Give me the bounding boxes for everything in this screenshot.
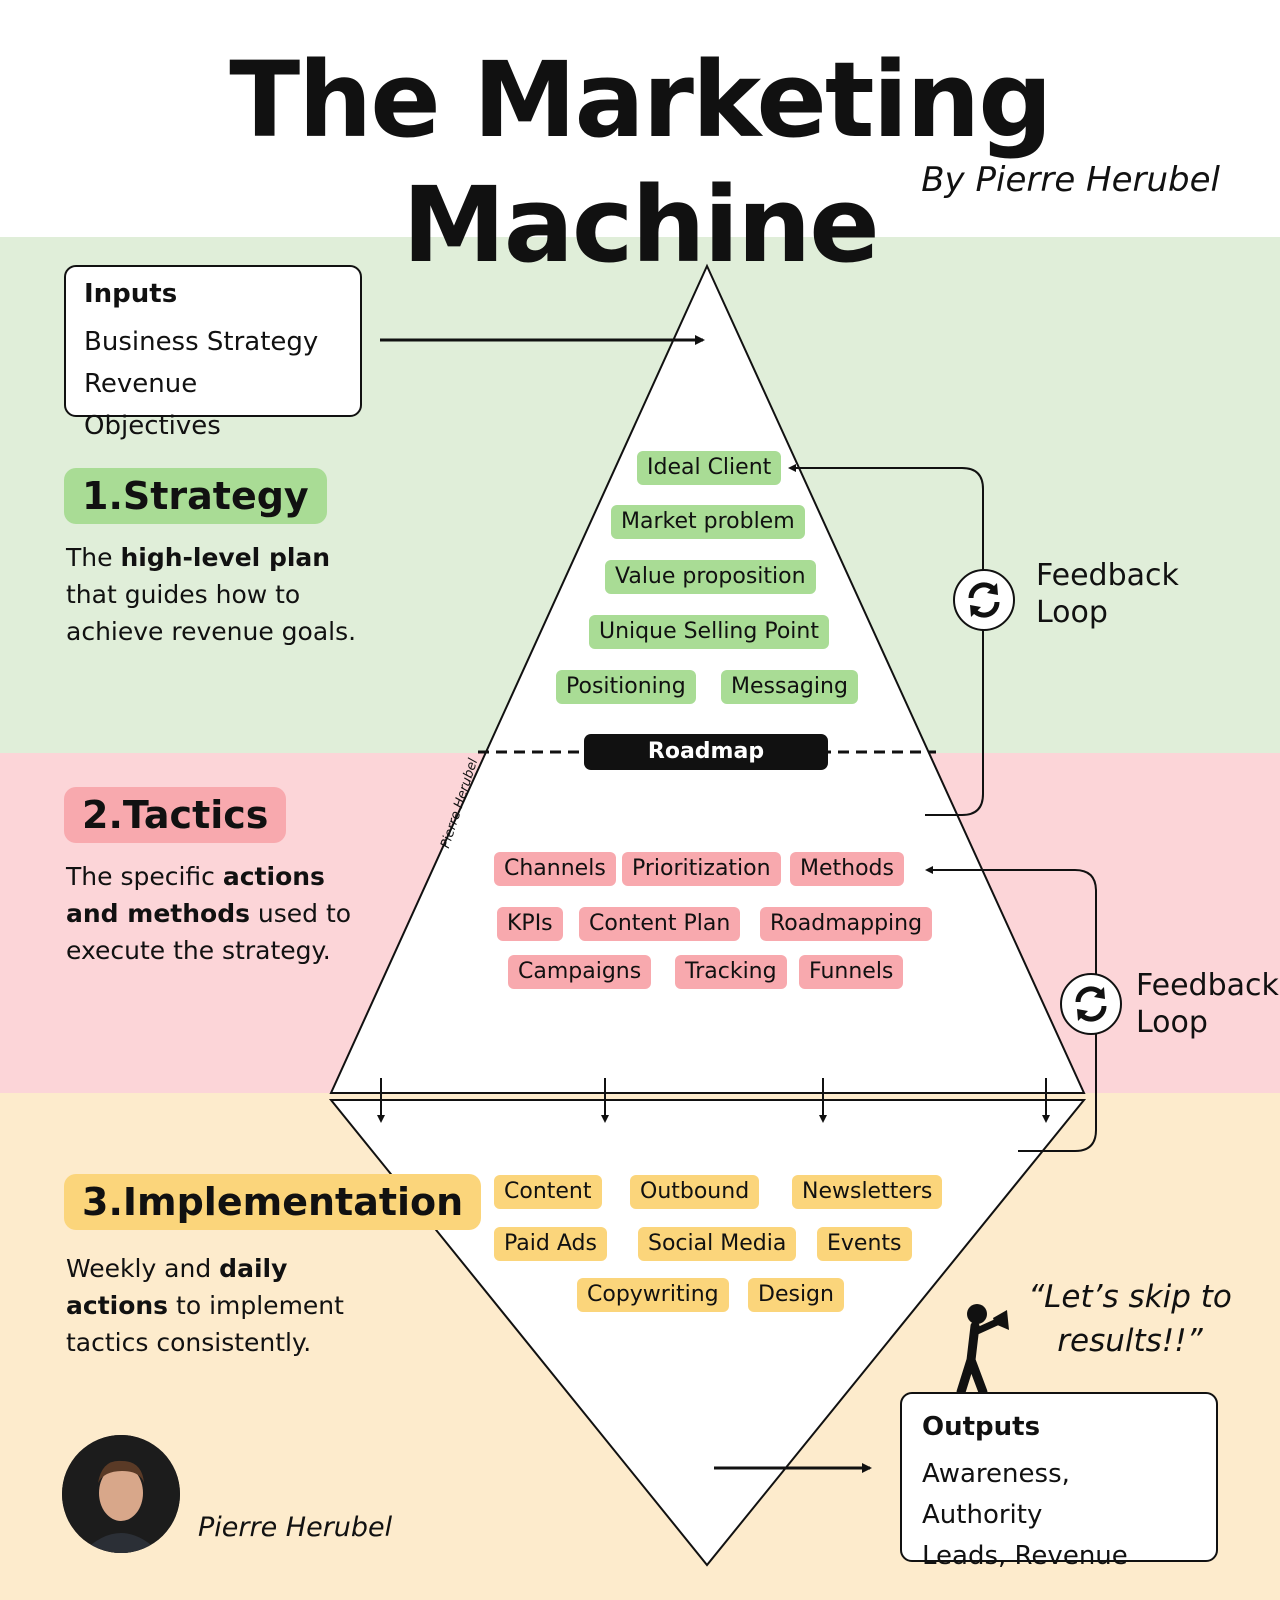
inputs-box: Inputs Business Strategy Revenue Objecti… — [64, 265, 362, 441]
feedback-loop-1-line — [788, 464, 984, 816]
tactics-tag-content-plan: Content Plan — [579, 907, 741, 941]
inputs-title: Inputs — [84, 279, 178, 309]
author-name: Pierre Herubel — [198, 1512, 393, 1543]
strategy-tag-value-proposition: Value proposition — [605, 560, 816, 594]
implementation-tag-design: Design — [748, 1278, 844, 1312]
input-revenue-objectives: Revenue Objectives — [84, 369, 221, 441]
avatar — [62, 1435, 180, 1553]
implementation-tag-social-media: Social Media — [638, 1227, 797, 1261]
feedback-loop-label-2: Feedback Loop — [1136, 968, 1279, 1040]
tactics-tag-funnels: Funnels — [799, 955, 904, 989]
strategy-label: 1.Strategy — [64, 468, 327, 524]
tactics-tag-prioritization: Prioritization — [622, 852, 781, 886]
feedback-loop-label-1: Feedback Loop — [1036, 558, 1179, 630]
lower-pyramid — [328, 1099, 1087, 1567]
strategy-tag-positioning: Positioning — [556, 670, 696, 704]
page-title: The Marketing Machine — [229, 39, 1052, 286]
implementation-tag-outbound: Outbound — [630, 1175, 760, 1209]
outputs-title: Outputs — [922, 1412, 1041, 1442]
output-leads-revenue: Leads, Revenue — [922, 1541, 1128, 1571]
refresh-arrows-icon — [1060, 973, 1122, 1035]
tactics-tag-channels: Channels — [494, 852, 616, 886]
tactics-tag-methods: Methods — [790, 852, 904, 886]
strategy-tag-unique-selling-point: Unique Selling Point — [589, 615, 829, 649]
strategy-description: The high-level plan that guides how to a… — [66, 543, 357, 646]
output-awareness-authority: Awareness, Authority — [922, 1459, 1070, 1530]
implementation-description: Weekly and daily actions to implement ta… — [66, 1254, 344, 1357]
byline: By Pierre Herubel — [921, 160, 1220, 200]
tactics-label: 2.Tactics — [64, 787, 287, 843]
input-business-strategy: Business Strategy — [84, 327, 319, 357]
outputs-box: Outputs Awareness, Authority Leads, Reve… — [900, 1392, 1218, 1571]
megaphone-person-icon — [956, 1304, 1009, 1397]
strategy-tag-ideal-client: Ideal Client — [637, 451, 782, 485]
roadmap-validation-pill: Roadmap Validation — [584, 734, 828, 800]
implementation-tag-newsletters: Newsletters — [792, 1175, 943, 1209]
tactics-tag-roadmapping: Roadmapping — [760, 907, 933, 941]
tactics-tag-campaigns: Campaigns — [508, 955, 652, 989]
implementation-tag-events: Events — [817, 1227, 912, 1261]
strategy-tag-market-problem: Market problem — [611, 505, 805, 539]
tactics-description: The specific actions and methods used to… — [66, 862, 352, 965]
implementation-tag-copywriting: Copywriting — [577, 1278, 729, 1312]
implementation-label: 3.Implementation — [64, 1174, 482, 1230]
quote: “Let’s skip to results!!” — [1028, 1279, 1232, 1359]
tactics-tag-tracking: Tracking — [675, 955, 787, 989]
strategy-tag-messaging: Messaging — [721, 670, 858, 704]
implementation-tag-paid-ads: Paid Ads — [494, 1227, 607, 1261]
tactics-tag-kpis: KPIs — [497, 907, 563, 941]
refresh-arrows-icon — [953, 569, 1015, 631]
implementation-tag-content: Content — [494, 1175, 602, 1209]
